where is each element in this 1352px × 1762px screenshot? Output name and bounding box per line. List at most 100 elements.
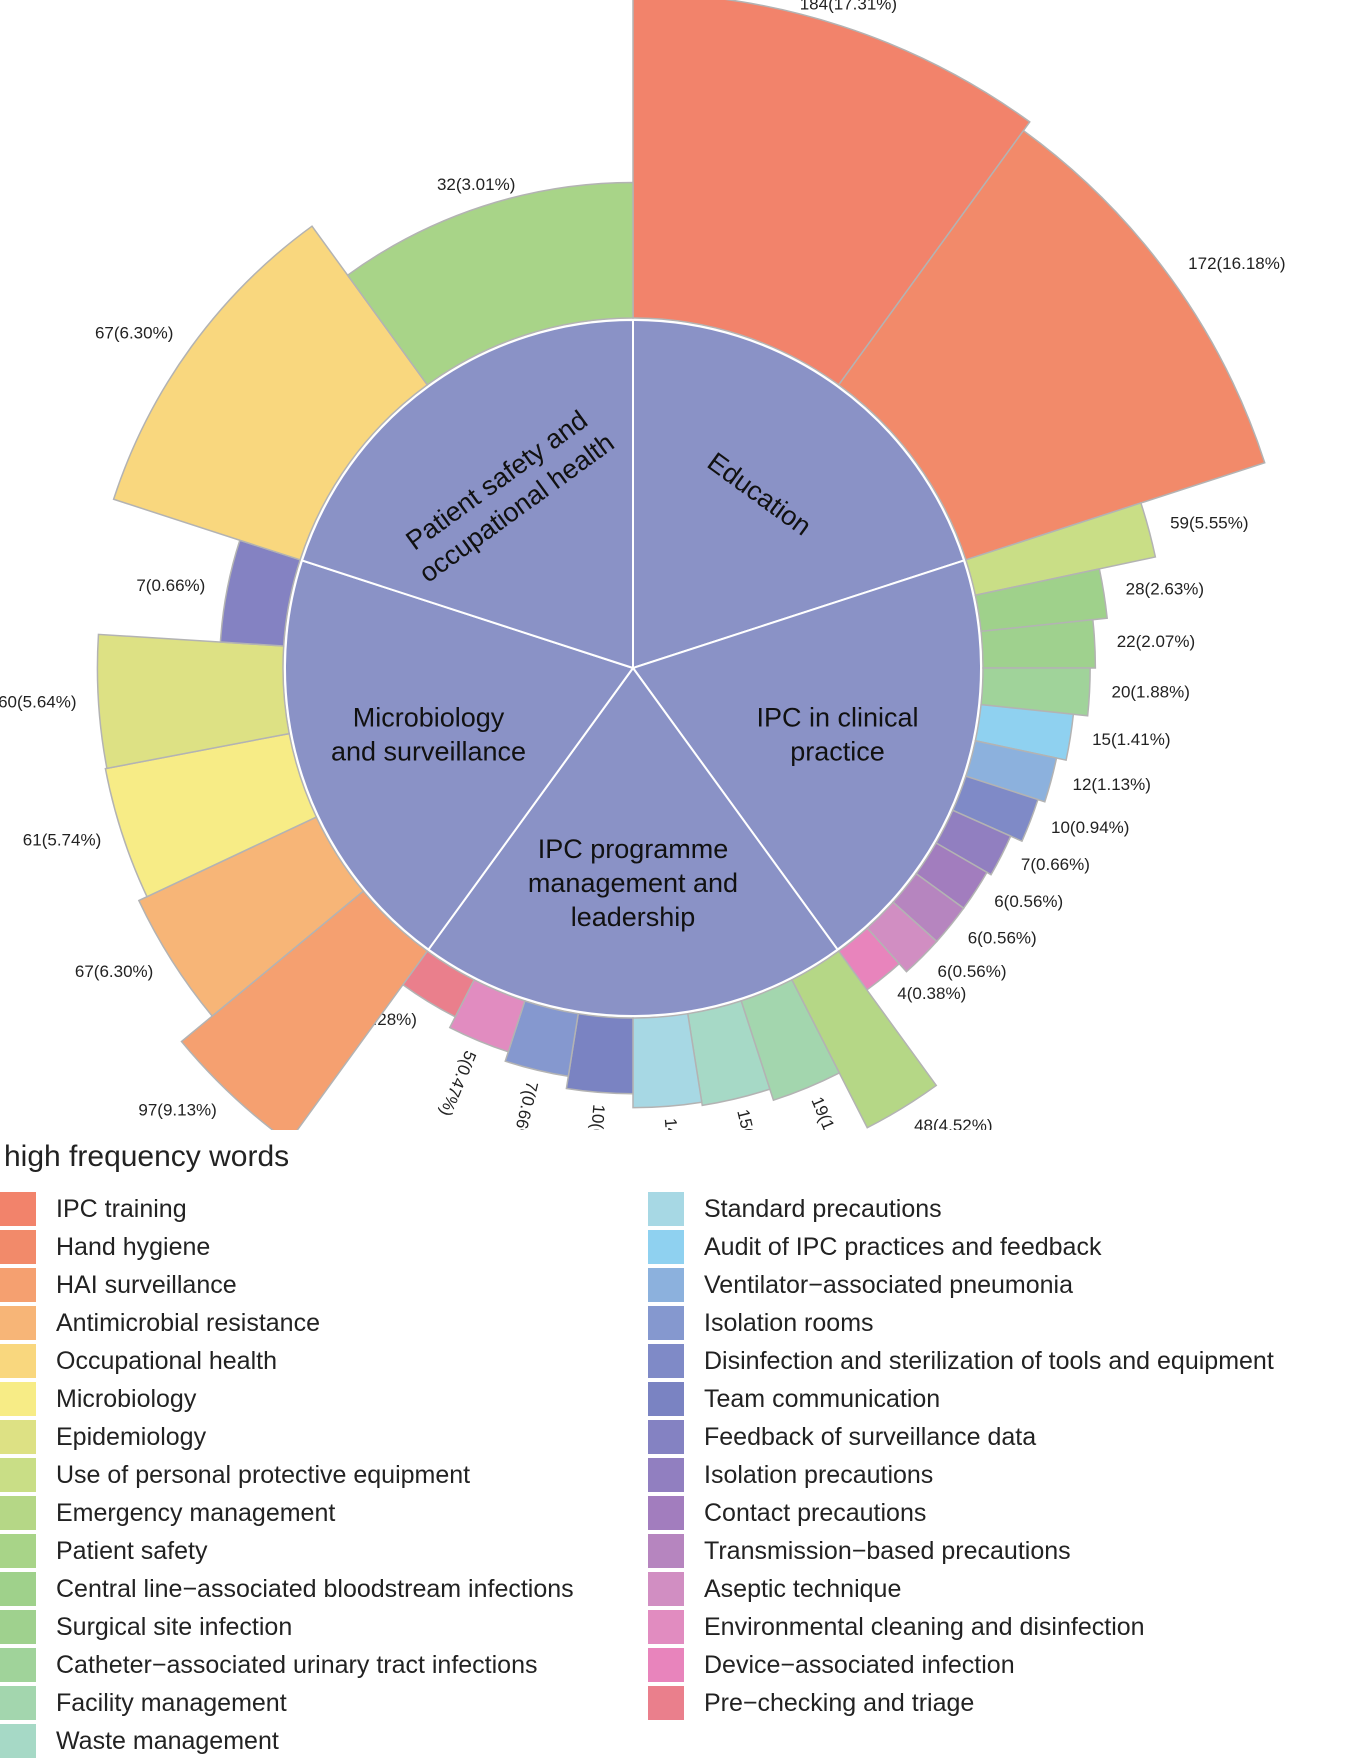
bar-facility-management — [740, 978, 841, 1102]
bar-use-of-personal-protective-equipment — [964, 502, 1157, 597]
bar-microbiology — [104, 732, 318, 898]
legend-item: Antimicrobial resistance — [0, 1304, 574, 1342]
legend-item: Facility management — [0, 1684, 574, 1722]
legend-item: Pre−checking and triage — [648, 1684, 1274, 1722]
bar-epidemiology — [96, 633, 291, 770]
value-label-contact-precautions: 6(0.56%) — [994, 892, 1063, 911]
legend-label: Hand hygiene — [56, 1232, 211, 1261]
legend-label: IPC training — [56, 1194, 187, 1223]
bar-audit-of-ipc-practices-and-feedback — [974, 703, 1075, 761]
legend-item: Surgical site infection — [0, 1608, 574, 1646]
legend-item: Hand hygiene — [0, 1228, 574, 1266]
legend-label: Ventilator−associated pneumonia — [704, 1270, 1074, 1299]
legend-item: Patient safety — [0, 1532, 574, 1570]
legend-item: Occupational health — [0, 1342, 574, 1380]
legend-label: Emergency management — [56, 1498, 336, 1527]
bar-central-line-associated-bloodstream-infections — [974, 567, 1108, 633]
value-label-audit-of-ipc-practices-and-feedback: 15(1.41%) — [1092, 730, 1170, 749]
bar-surgical-site-infection — [980, 618, 1097, 669]
legend-swatch — [648, 1572, 684, 1606]
legend-label: Pre−checking and triage — [704, 1688, 975, 1717]
legend-swatch — [648, 1344, 684, 1378]
value-label-transmission-based-precautions: 6(0.56%) — [968, 929, 1037, 948]
legend-swatch — [0, 1610, 36, 1644]
legend-label: Device−associated infection — [704, 1650, 1015, 1679]
sector-ipc-in-clinical-practice — [631, 559, 982, 951]
sector-ipc-programme-management-and-leadership — [427, 666, 839, 1017]
bar-patient-safety — [346, 181, 634, 386]
legend-item: Feedback of surveillance data — [648, 1418, 1274, 1456]
legend-swatch — [0, 1192, 36, 1226]
legend-label: Isolation precautions — [704, 1460, 934, 1489]
legend-swatch — [648, 1420, 684, 1454]
bar-team-communication — [565, 1012, 634, 1095]
bar-environmental-cleaning-and-disinfection — [448, 978, 526, 1053]
value-label-aseptic-technique: 6(0.56%) — [938, 962, 1007, 981]
bar-hand-hygiene — [837, 129, 1266, 561]
legend-label: Facility management — [56, 1688, 287, 1717]
legend-label: Use of personal protective equipment — [56, 1460, 471, 1489]
value-label-emergency-management: 48(4.52%) — [914, 1116, 992, 1130]
legend-label: Contact precautions — [704, 1498, 927, 1527]
legend-label: Patient safety — [56, 1536, 208, 1565]
value-label-hand-hygiene: 172(16.18%) — [1188, 254, 1285, 273]
sector-microbiology-and-surveillance — [284, 559, 635, 951]
sunburst-chart: 184(17.31%)172(16.18%)59(5.55%)28(2.63%)… — [0, 0, 1286, 1130]
value-label-device-associated-infection: 4(0.38%) — [897, 984, 966, 1003]
legend-swatch — [648, 1648, 684, 1682]
legend-swatch — [0, 1306, 36, 1340]
legend-item: Audit of IPC practices and feedback — [648, 1228, 1274, 1266]
legend-item: Contact precautions — [648, 1494, 1274, 1532]
value-label-use-of-personal-protective-equipment: 59(5.55%) — [1170, 514, 1248, 533]
value-label-patient-safety: 32(3.01%) — [437, 175, 515, 194]
value-label-catheter-associated-urinary-tract-infections: 20(1.88%) — [1111, 683, 1189, 702]
value-label-feedback-of-surveillance-data: 7(0.66%) — [136, 576, 205, 595]
value-label-ipc-training: 184(17.31%) — [800, 0, 897, 14]
legend-label: Epidemiology — [56, 1422, 207, 1451]
legend-swatch — [0, 1420, 36, 1454]
legend-swatch — [648, 1458, 684, 1492]
legend-item: IPC training — [0, 1190, 574, 1228]
legend-swatch — [648, 1534, 684, 1568]
bar-standard-precautions — [632, 1012, 703, 1109]
bar-isolation-precautions — [935, 809, 1012, 876]
legend-swatch — [0, 1534, 36, 1568]
legend-label: Central line−associated bloodstream infe… — [56, 1574, 574, 1603]
legend-item: Device−associated infection — [648, 1646, 1274, 1684]
legend-swatch — [0, 1268, 36, 1302]
legend-title: high frequency words — [4, 1140, 290, 1173]
legend-item: Catheter−associated urinary tract infect… — [0, 1646, 574, 1684]
legend-swatch — [0, 1572, 36, 1606]
legend-label: Disinfection and sterilization of tools … — [704, 1346, 1274, 1375]
bar-disinfection-and-sterilization-of-tools-and-equipment — [951, 775, 1039, 843]
value-label-standard-precautions: 14(1.32%) — [661, 1117, 686, 1130]
legend-item: Aseptic technique — [648, 1570, 1274, 1608]
legend-swatch — [0, 1382, 36, 1416]
bar-ventilator-associated-pneumonia — [964, 739, 1058, 803]
legend-label: Standard precautions — [704, 1194, 942, 1223]
legend-label: Audit of IPC practices and feedback — [704, 1232, 1102, 1261]
value-label-disinfection-and-sterilization-of-tools-and-equipment: 10(0.94%) — [1051, 818, 1129, 837]
legend-swatch — [0, 1344, 36, 1378]
value-label-occupational-health: 67(6.30%) — [95, 324, 173, 343]
legend-label: Catheter−associated urinary tract infect… — [56, 1650, 538, 1679]
bar-catheter-associated-urinary-tract-infections — [980, 667, 1091, 717]
value-label-hai-surveillance: 97(9.13%) — [138, 1101, 216, 1120]
sector-education — [632, 318, 966, 670]
bar-antimicrobial-resistance — [137, 816, 365, 1018]
bar-aseptic-technique — [866, 901, 938, 973]
legend-label: Transmission−based precautions — [704, 1536, 1071, 1565]
legend-label: Team communication — [704, 1384, 941, 1413]
bar-emergency-management — [790, 950, 938, 1129]
legend-label: Environmental cleaning and disinfection — [704, 1612, 1145, 1641]
legend-item: Ventilator−associated pneumonia — [648, 1266, 1274, 1304]
legend-item: Use of personal protective equipment — [0, 1456, 574, 1494]
legend-item: Microbiology — [0, 1380, 574, 1418]
legend-item: Emergency management — [0, 1494, 574, 1532]
value-label-facility-management: 19(1.79%) — [807, 1094, 855, 1130]
legend-item: Isolation precautions — [648, 1456, 1274, 1494]
legend-swatch — [0, 1496, 36, 1530]
